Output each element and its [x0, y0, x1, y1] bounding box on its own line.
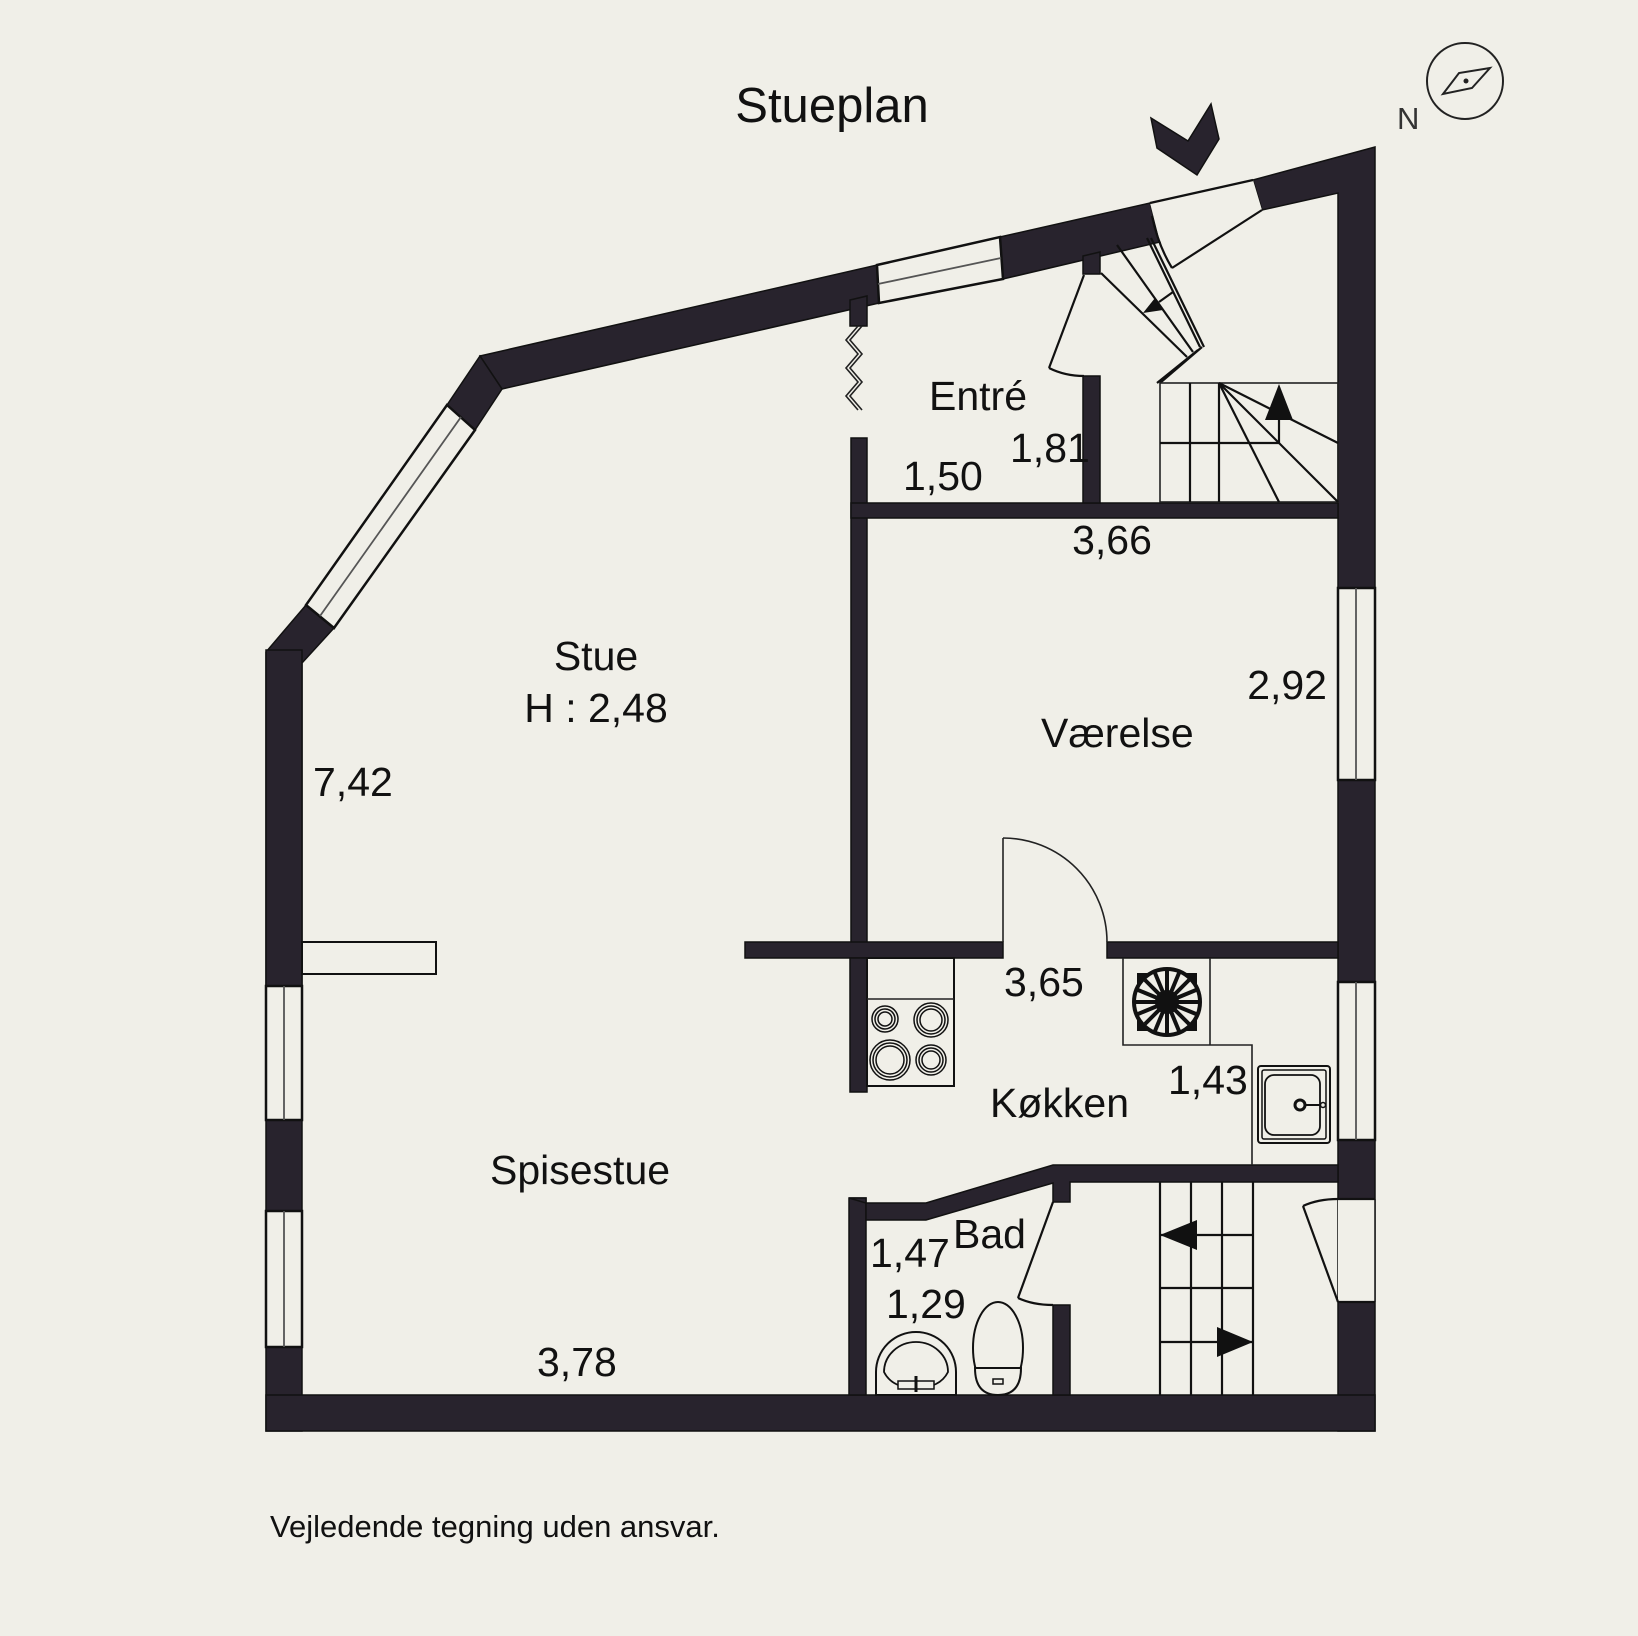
toilet-icon — [972, 1301, 1024, 1397]
entrance-chevron-icon — [1149, 102, 1220, 177]
room-height-stue: H : 2,48 — [524, 685, 668, 731]
window-top — [875, 235, 1005, 305]
side-door[interactable] — [1301, 1197, 1376, 1304]
dim-koekken-width: 3,65 — [1004, 959, 1084, 1005]
curtain — [844, 325, 860, 411]
compass-icon — [1426, 42, 1504, 120]
dim-stue: 7,42 — [313, 759, 393, 805]
window-right-koekken — [1336, 980, 1377, 1142]
window-left-1 — [264, 984, 304, 1122]
bad-door[interactable] — [1016, 1201, 1055, 1307]
stair-arrow-left-icon — [1160, 1220, 1197, 1250]
stair-arrow-down-icon — [1143, 298, 1163, 313]
room-label-spisestue: Spisestue — [490, 1147, 670, 1193]
dim-vaerelse-width: 3,66 — [1072, 517, 1152, 563]
dim-entre-width: 1,50 — [903, 453, 983, 499]
staircase-upper — [1100, 237, 1339, 503]
room-label-stue: Stue — [554, 633, 638, 679]
stove — [866, 957, 955, 1087]
curtain-inner — [848, 325, 864, 411]
bathroom-sink-icon — [875, 1331, 957, 1396]
entre-door[interactable] — [1047, 274, 1086, 378]
dim-bad-width: 1,47 — [870, 1230, 950, 1276]
room-label-koekken: Køkken — [990, 1080, 1129, 1126]
room-label-bad: Bad — [953, 1211, 1026, 1257]
window-left-2 — [264, 1209, 304, 1349]
extractor-fan-icon — [1132, 967, 1202, 1037]
page-title: Stueplan — [735, 79, 928, 133]
kitchen-sink-icon — [1257, 1065, 1331, 1144]
dim-koekken-depth: 1,43 — [1168, 1057, 1248, 1103]
dim-vaerelse-depth: 2,92 — [1247, 662, 1327, 708]
staircase-lower — [1158, 1182, 1255, 1395]
shelf — [301, 941, 437, 975]
kitchen-counter — [1122, 958, 1253, 1165]
room-label-entre: Entré — [929, 373, 1027, 419]
interior-walls — [744, 251, 1339, 1396]
disclaimer: Vejledende tegning uden ansvar. — [270, 1509, 720, 1544]
vaerelse-door[interactable] — [1002, 837, 1108, 943]
window-diagonal — [304, 403, 477, 630]
stair-arrow-up-icon — [1265, 384, 1293, 420]
north-label: N — [1397, 101, 1419, 136]
dim-bad-depth: 1,29 — [886, 1281, 966, 1327]
dim-spisestue: 3,78 — [537, 1339, 617, 1385]
outer-walls — [265, 146, 1376, 1432]
room-label-vaerelse: Værelse — [1041, 710, 1194, 756]
dim-entre-depth: 1,81 — [1010, 425, 1090, 471]
stair-arrow-right-icon — [1217, 1327, 1253, 1357]
window-right-vaerelse — [1336, 586, 1377, 782]
